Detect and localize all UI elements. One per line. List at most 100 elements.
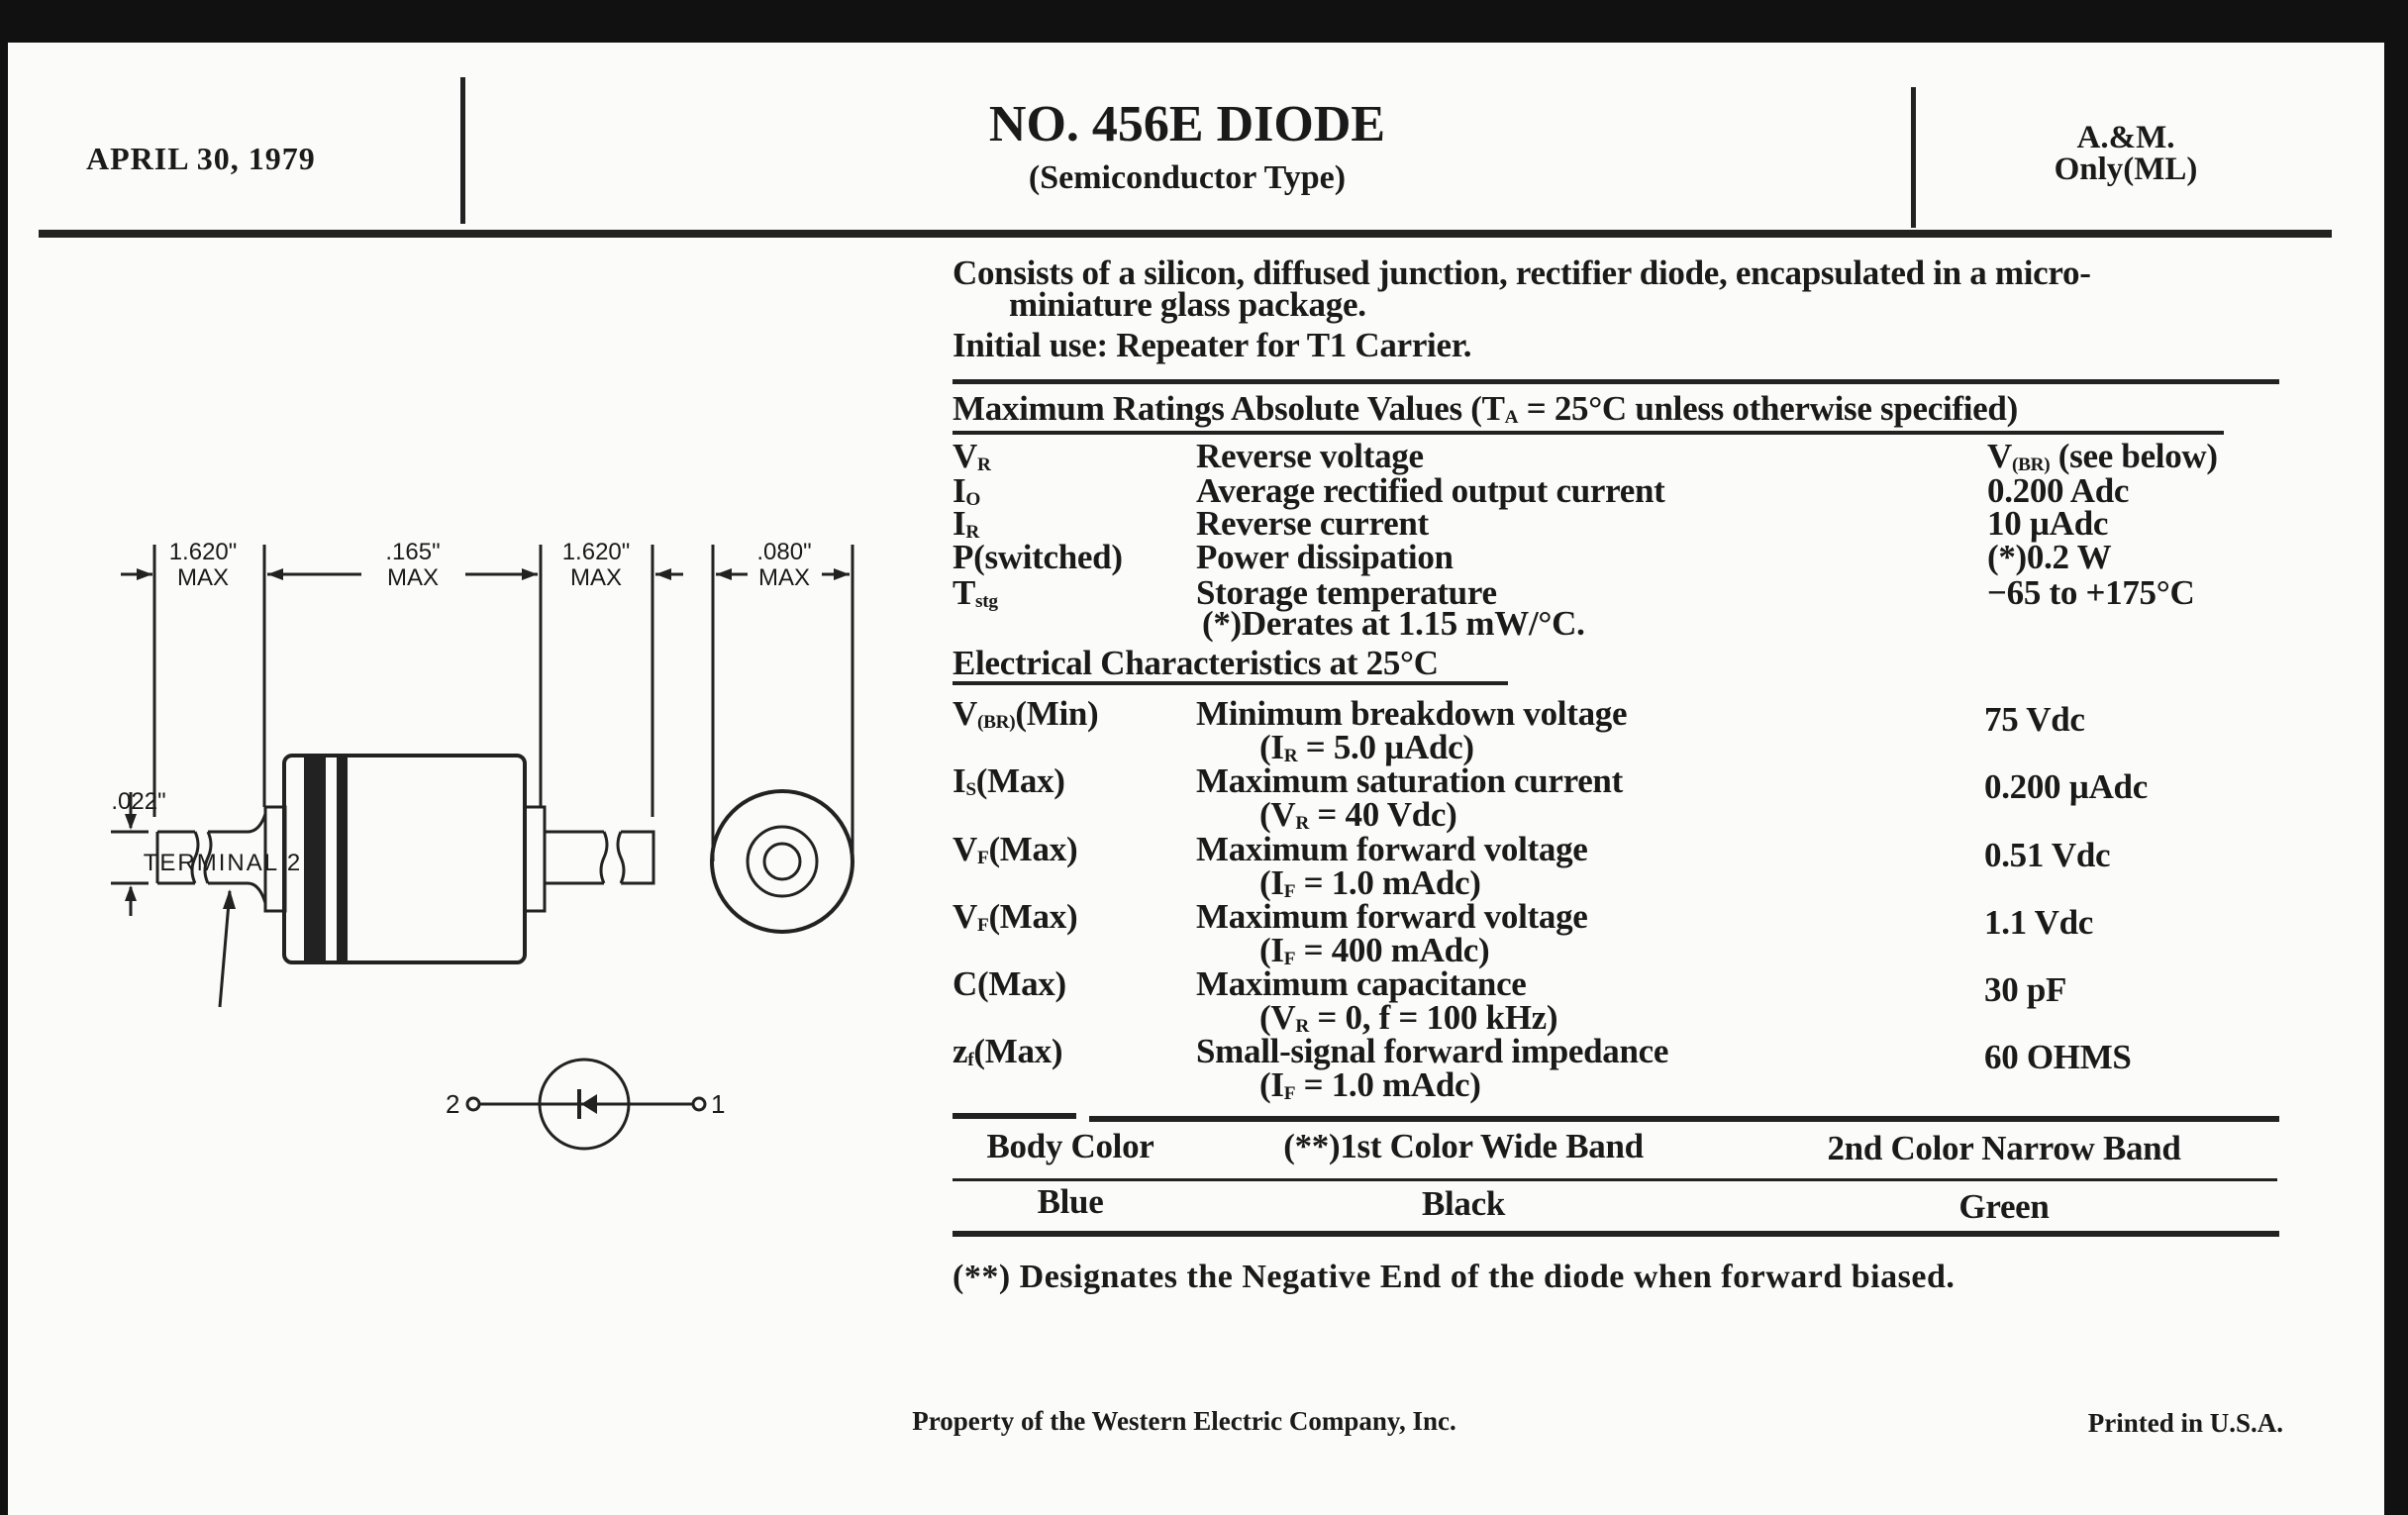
symbol-base: V [953,437,977,475]
description-line-2: miniature glass package. [1009,285,1366,324]
condition-subscript: R [1295,812,1309,834]
page-subtitle: (Semiconductor Type) [1028,159,1347,196]
characteristic-symbol: VF(Max) [953,830,1078,868]
rating-description: Reverse voltage [1196,437,1424,475]
symbol-base: V [953,830,977,868]
footer-property: Property of the Western Electric Company… [912,1406,1456,1436]
value-text: −65 to +175°C [1987,573,2195,612]
symbol-suffix: (Max) [988,897,1078,936]
symbol-subscript: R [976,454,991,475]
dim-max-label: MAX [757,564,811,591]
value-suffix: (see below) [2050,437,2218,475]
characteristic-symbol: IS(Max) [953,763,1065,799]
symbol-subscript: O [965,488,981,510]
characteristic-value: 75 Vdc [1984,700,2085,739]
dim-max-label: MAX [569,564,623,591]
table-rule-mid [953,1178,2277,1181]
symbol-base: V [953,694,977,733]
symbol-base: C [953,964,977,1003]
issue-date: APRIL 30, 1979 [86,141,316,176]
table-rule-top [1089,1116,2279,1122]
header-rule [39,230,2332,238]
characteristic-value: 60 OHMS [1984,1038,2132,1076]
condition-subscript: R [1295,1015,1309,1037]
symbol-subscript: stg [975,590,998,612]
footnote: (**) Designates the Negative End of the … [953,1259,1956,1295]
diode-symbol-icon [581,1094,597,1114]
symbol-subscript: f [967,1049,974,1070]
characteristic-symbol: C(Max) [953,966,1066,1002]
symbol-suffix: (Max) [975,761,1065,800]
symbol-base: I [953,761,966,800]
condition-text: = 0, f = 100 kHz) [1308,998,1558,1037]
symbol-base: P [953,538,974,576]
derating-note: (*)Derates at 1.15 mW/°C. [1202,604,1585,643]
value-text: 10 µAdc [1987,504,2109,543]
rating-value: (*)0.2 W [1987,538,2112,576]
narrow-band [337,758,348,960]
symbol-subscript: F [976,914,989,936]
terminal-label: TERMINAL 2 [143,850,303,876]
color-header-wide-band: (**)1st Color Wide Band [1283,1127,1644,1165]
condition-text: (I [1259,728,1284,766]
rating-symbol: P(switched) [953,540,1123,575]
data-sheet [8,43,2384,1515]
color-header-narrow-band: 2nd Color Narrow Band [1827,1129,2181,1167]
condition-subscript: F [1283,880,1296,902]
rating-symbol: IR [953,506,979,542]
value-text: (*)0.2 W [1987,538,2112,576]
condition-subscript: F [1283,1082,1296,1104]
symbol-suffix: (Max) [973,1032,1063,1070]
symbol-subscript: S [965,778,976,800]
rating-description: Power dissipation [1196,538,1454,576]
condition-subscript: F [1283,948,1296,969]
characteristic-description: Maximum capacitance [1196,964,1527,1003]
test-condition: (IF = 1.0 mAdc) [1259,1067,1481,1103]
rating-description: Average rectified output current [1196,471,1665,510]
test-condition: (IR = 5.0 µAdc) [1259,730,1474,765]
symbol-suffix: (Min) [1015,694,1099,733]
condition-text: = 1.0 mAdc) [1295,863,1481,902]
rating-symbol: VR [953,439,991,474]
characteristic-symbol: VF(Max) [953,897,1078,936]
characteristic-description: Maximum forward voltage [1196,830,1588,868]
symbol-subscript: R [965,521,979,543]
table-rule-bottom [953,1231,2279,1237]
schematic-terminal-1: 1 [711,1089,726,1119]
rating-description: Storage temperature [1196,573,1497,612]
narrow-band-value: Green [1958,1187,2050,1226]
header-divider-left [460,77,465,224]
table-rule-top [953,1113,1076,1119]
rating-value: 0.200 Adc [1987,473,2129,509]
condition-text: (I [1259,863,1284,902]
electrical-heading: Electrical Characteristics at 25°C [953,644,1439,682]
condition-text: = 400 mAdc) [1295,931,1490,969]
test-condition: (VR = 40 Vdc) [1259,795,1457,834]
characteristic-value: 0.200 µAdc [1984,767,2148,806]
dim-max-label: MAX [176,564,230,591]
rating-value: 10 µAdc [1987,506,2108,542]
characteristic-value: 1.1 Vdc [1984,903,2094,942]
characteristic-description: Maximum forward voltage [1196,897,1588,936]
value-subscript: (BR) [2011,454,2051,475]
condition-text: = 40 Vdc) [1308,795,1457,834]
rating-description: Reverse current [1196,504,1429,543]
scope-line-2: Only(ML) [2054,152,2198,187]
max-ratings-heading: Maximum Ratings Absolute Values (TA = 25… [953,389,2018,428]
condition-subscript: R [1283,745,1298,766]
body-color-value: Blue [1037,1182,1104,1221]
condition-text: = 5.0 µAdc) [1297,728,1474,766]
initial-use: Initial use: Repeater for T1 Carrier. [953,326,1472,364]
symbol-base: T [953,573,976,612]
color-header-body: Body Color [986,1127,1154,1165]
dim-lead-right: 1.620" [561,539,631,565]
condition-text: (I [1259,931,1284,969]
characteristic-description: Small-signal forward impedance [1196,1032,1669,1070]
dim-body: .165" [385,539,441,565]
symbol-base: I [953,471,966,510]
footer-printed: Printed in U.S.A. [2087,1408,2283,1438]
characteristic-symbol: V(BR)(Min) [953,694,1099,733]
rating-value: V(BR) (see below) [1987,439,2218,474]
condition-text: (I [1259,1065,1284,1104]
